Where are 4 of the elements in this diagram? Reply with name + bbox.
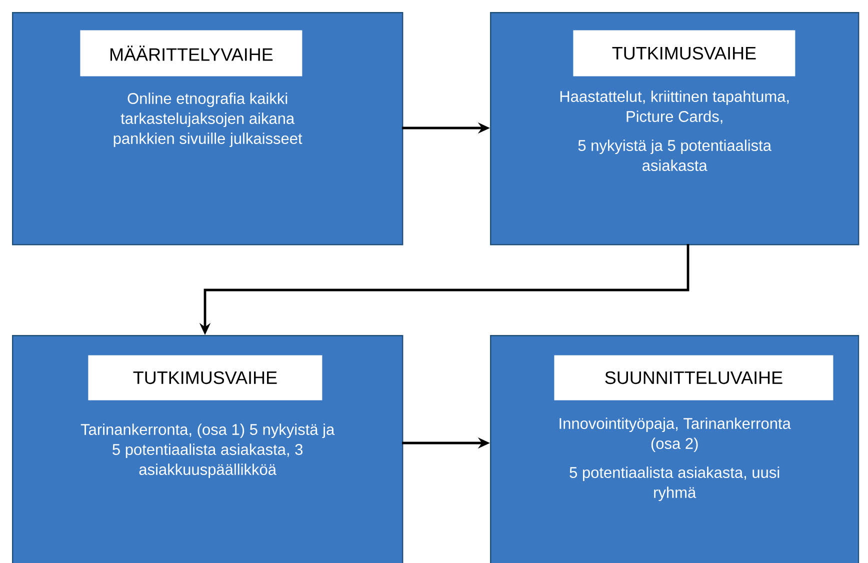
title-box: TUTKIMUSVAIHE bbox=[88, 355, 322, 400]
title-box: SUUNNITTELUVAIHE bbox=[554, 355, 834, 400]
title-box: MÄÄRITTELYVAIHE bbox=[80, 30, 302, 76]
title-box: TUTKIMUSVAIHE bbox=[573, 30, 796, 76]
